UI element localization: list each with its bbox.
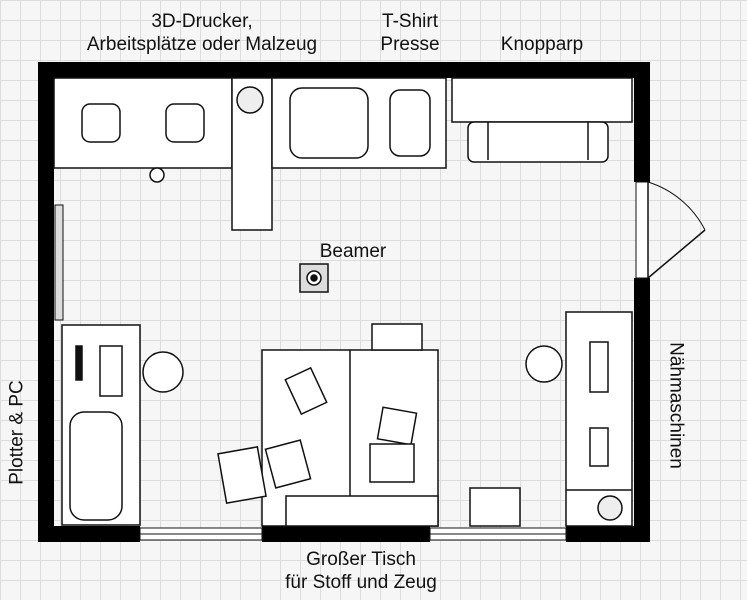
label-sewing: Nähmaschinen: [665, 342, 687, 469]
laptop-icon: [264, 439, 312, 489]
central-table: [217, 323, 521, 527]
projector: [299, 263, 329, 293]
round-stool: [142, 351, 184, 393]
couch-back: [451, 77, 633, 123]
sewing-machine-icon-2: [369, 443, 415, 483]
machine-icon: [284, 366, 328, 416]
plotter: [69, 411, 123, 521]
wall-right-upper: [634, 62, 650, 182]
label-printers-line2: Arbeitsplätze oder Malzeug: [86, 34, 318, 55]
label-table-line1: Großer Tisch: [306, 549, 416, 570]
printer-2: [165, 103, 205, 143]
window-left: [54, 204, 64, 321]
table-shelf: [285, 495, 439, 527]
printer-1: [81, 103, 121, 143]
wall-bottom-right: [566, 526, 650, 542]
plotter-desk: [61, 324, 184, 526]
lamp-icon: [236, 86, 264, 114]
label-printers-line1: 3D-Drucker,: [151, 11, 253, 32]
wall-bottom-middle: [262, 526, 430, 542]
counter-left: [53, 77, 233, 169]
label-big-table: Großer Tisch für Stoff und Zeug: [236, 548, 486, 594]
chair-top: [371, 323, 423, 351]
label-table-line2: für Stoff und Zeug: [285, 572, 437, 593]
label-tshirt-press: T-Shirt Presse: [360, 10, 460, 56]
pc-tower: [99, 345, 123, 397]
tshirt-press-small: [389, 89, 431, 157]
wall-bottom-left: [38, 526, 140, 542]
label-tshirt-line1: T-Shirt: [382, 11, 438, 32]
chair-left: [217, 446, 267, 504]
couch-seat: [467, 121, 609, 163]
label-tshirt-line2: Presse: [380, 34, 440, 55]
monitor-icon: [75, 345, 83, 381]
couch: [451, 77, 633, 163]
label-projector: Beamer: [319, 241, 387, 262]
printer-counter: [53, 77, 447, 231]
label-printers: 3D-Drucker, Arbeitsplätze oder Malzeug: [52, 10, 352, 56]
drying-rack: [469, 487, 521, 527]
label-plotter: Plotter & PC: [6, 380, 28, 485]
sewing-desk: [525, 311, 633, 527]
office-chair: [525, 345, 563, 383]
sewing-machine-icon: [376, 406, 418, 446]
label-couch: Knopparp: [500, 34, 584, 55]
wall-right-lower: [634, 278, 650, 542]
wall-left: [38, 62, 54, 542]
wall-top: [38, 62, 650, 78]
sewing-machine-1: [589, 341, 609, 393]
walls: [38, 62, 650, 542]
tshirt-press: [289, 87, 369, 159]
door: [635, 181, 706, 279]
stool-icon: [149, 167, 165, 183]
windows: [54, 204, 567, 541]
sewing-machine-2: [589, 427, 609, 467]
lamp-icon-2: [597, 495, 623, 521]
